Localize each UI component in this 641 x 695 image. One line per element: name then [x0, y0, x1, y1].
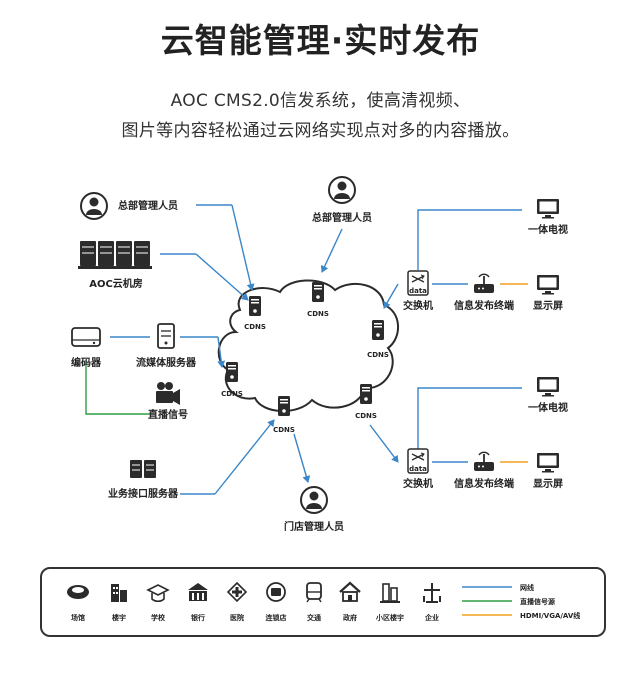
svg-text:小区楼宇: 小区楼宇	[375, 613, 404, 622]
svg-text:CDNS: CDNS	[307, 310, 329, 318]
building-icon	[111, 584, 127, 602]
school-icon	[146, 584, 170, 603]
government-icon	[339, 581, 361, 602]
switch-top: data 交换机	[403, 270, 433, 312]
svg-text:直播信号源: 直播信号源	[520, 597, 555, 606]
svg-text:银行: 银行	[191, 613, 205, 622]
server-icon	[157, 323, 175, 349]
svg-text:政府: 政府	[343, 613, 357, 622]
svg-text:data: data	[409, 465, 427, 473]
server-rack-icon	[78, 241, 152, 269]
svg-text:企业: 企业	[424, 613, 439, 622]
aoc-datacenter: AOC云机房	[78, 241, 152, 290]
bank-icon	[188, 583, 208, 601]
cdns-node-3: CDNS	[367, 320, 389, 359]
chain-store-icon	[266, 582, 286, 602]
legend-venues: 场馆 楼宇 学校 银行 医院 连锁店	[67, 581, 441, 622]
router-icon	[473, 273, 495, 294]
video-camera-icon	[156, 382, 180, 405]
svg-text:流媒体服务器: 流媒体服务器	[136, 356, 197, 369]
cdns-node-1: CDNS	[244, 296, 266, 331]
tv-top: 一体电视	[528, 199, 568, 236]
legend-lines: 网线 直播信号源 HDMI/VGA/AV线	[462, 583, 580, 620]
svg-text:编码器: 编码器	[71, 356, 102, 369]
svg-text:学校: 学校	[151, 613, 166, 622]
svg-text:交通: 交通	[307, 613, 322, 622]
monitor-icon	[537, 453, 559, 473]
svg-text:一体电视: 一体电视	[528, 401, 568, 414]
tv-bottom: 一体电视	[528, 377, 568, 414]
residential-building-icon	[380, 583, 400, 603]
hq-admin-top: 总部管理人员	[312, 176, 372, 224]
svg-text:总部管理人员: 总部管理人员	[118, 199, 178, 212]
svg-text:交换机: 交换机	[403, 299, 433, 312]
terminal-top: 信息发布终端	[454, 273, 514, 312]
person-icon	[328, 176, 356, 204]
subtitle-line-1: AOC CMS2.0信发系统，使高清视频、	[170, 91, 471, 111]
tv-icon	[537, 199, 559, 219]
enterprise-icon	[423, 583, 441, 603]
subtitle-line-2: 图片等内容轻松通过云网络实现点对多的内容播放。	[121, 121, 520, 141]
svg-text:CDNS: CDNS	[273, 426, 295, 434]
person-icon	[300, 486, 328, 514]
cdns-node-2: CDNS	[307, 282, 329, 318]
hospital-icon	[226, 581, 248, 603]
cdns-node-5: CDNS	[355, 384, 377, 420]
encoder: 编码器	[71, 327, 102, 369]
business-server: 业务接口服务器	[108, 460, 179, 500]
svg-text:直播信号: 直播信号	[148, 408, 188, 421]
network-lines	[110, 204, 522, 495]
server-icon	[130, 460, 156, 478]
svg-text:AOC云机房: AOC云机房	[89, 277, 143, 290]
svg-text:显示屏: 显示屏	[533, 478, 563, 490]
person-icon	[80, 192, 108, 220]
svg-text:显示屏: 显示屏	[533, 300, 563, 312]
svg-text:HDMI/VGA/AV线: HDMI/VGA/AV线	[520, 611, 580, 620]
hq-admin-left: 总部管理人员	[80, 192, 178, 220]
encoder-icon	[71, 327, 101, 347]
stream-server: 流媒体服务器	[136, 323, 197, 369]
svg-text:业务接口服务器: 业务接口服务器	[108, 487, 179, 500]
cdns-node-4: CDNS	[221, 362, 243, 398]
monitor-icon	[537, 275, 559, 295]
tv-icon	[537, 377, 559, 397]
svg-text:一体电视: 一体电视	[528, 223, 568, 236]
svg-text:CDNS: CDNS	[367, 351, 389, 359]
svg-text:data: data	[409, 287, 427, 295]
svg-text:交换机: 交换机	[403, 477, 433, 490]
svg-text:信息发布终端: 信息发布终端	[454, 477, 514, 490]
legend-panel	[40, 567, 606, 637]
display-bottom: 显示屏	[533, 453, 563, 490]
display-top: 显示屏	[533, 275, 563, 312]
svg-text:总部管理人员: 总部管理人员	[312, 211, 372, 224]
svg-text:连锁店: 连锁店	[266, 613, 287, 622]
switch-bottom: data 交换机	[403, 448, 433, 490]
svg-text:网线: 网线	[520, 583, 534, 592]
svg-text:CDNS: CDNS	[244, 323, 266, 331]
svg-text:场馆: 场馆	[71, 613, 85, 622]
cdns-node-6: CDNS	[273, 396, 295, 434]
router-icon	[473, 451, 495, 472]
live-signal-line	[85, 360, 150, 415]
terminal-bottom: 信息发布终端	[454, 451, 514, 490]
svg-text:CDNS: CDNS	[355, 412, 377, 420]
svg-text:信息发布终端: 信息发布终端	[454, 299, 514, 312]
svg-text:楼宇: 楼宇	[112, 613, 126, 622]
transit-icon	[306, 582, 322, 603]
svg-text:医院: 医院	[230, 613, 244, 622]
page-title: 云智能管理·实时发布	[160, 21, 481, 60]
svg-text:CDNS: CDNS	[221, 390, 243, 398]
live-signal: 直播信号	[148, 382, 188, 421]
svg-text:门店管理人员: 门店管理人员	[284, 520, 344, 533]
stadium-icon	[67, 585, 89, 599]
store-admin: 门店管理人员	[284, 486, 344, 533]
